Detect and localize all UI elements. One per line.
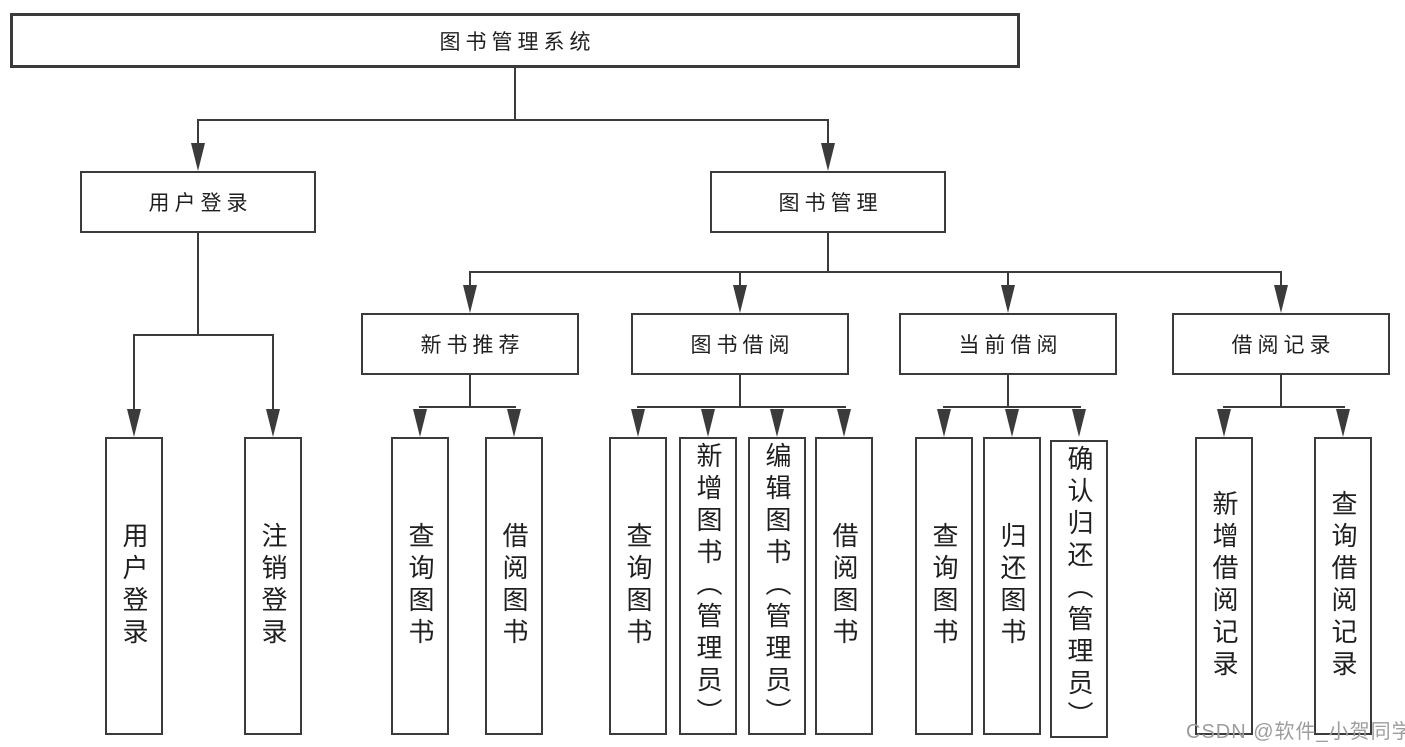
connector-drop-logout-leaf [272,334,274,412]
connector-new-book-rail [419,406,516,408]
node-user-login: 用户登录 [80,171,316,233]
connector-book-borrow-rail [637,406,846,408]
arrow-to-records-add [1217,409,1231,437]
connector-borrow-records-rail [1223,406,1345,408]
node-login-logout: 注销登录 [244,437,302,735]
node-borrow-records: 借阅记录 [1172,313,1390,375]
connector-drop-user-login [197,119,199,149]
connector-drop-new-book [469,271,471,291]
node-borrow-borrow-books: 借阅图书 [815,437,873,735]
connector-drop-borrow-records [1280,271,1282,291]
node-current-return-books: 归还图书 [983,437,1041,735]
connector-book-management-stem [827,233,829,273]
node-current-borrow: 当前借阅 [899,313,1117,375]
connector-book-borrow-stem [739,375,741,408]
node-current-query-books: 查询图书 [915,437,973,735]
connector-drop-book-management [827,119,829,149]
arrow-to-book-borrow [733,285,747,313]
arrow-to-borrow-records [1274,285,1288,313]
connector-drop-book-borrow [739,271,741,291]
arrow-to-current-confirm [1072,409,1086,437]
node-borrow-edit-books-admin: 编辑图书（管理员） [748,437,806,735]
node-library-management-system: 图书管理系统 [10,13,1020,68]
node-borrow-query-books: 查询图书 [609,437,667,735]
arrow-to-recommend-borrow [507,409,521,437]
arrow-to-borrow-borrow [837,409,851,437]
arrow-to-book-management [821,143,835,171]
connector-user-login-stem [197,233,199,336]
connector-drop-login-leaf [133,334,135,412]
arrow-to-current-return [1005,409,1019,437]
node-records-query-record: 查询借阅记录 [1314,437,1372,735]
node-records-add-record: 新增借阅记录 [1195,437,1253,735]
node-recommend-borrow-books: 借阅图书 [485,437,543,735]
connector-drop-current-borrow [1007,271,1009,291]
csdn-watermark: CSDN @软件_小贺同学 [1186,721,1405,743]
connector-user-login-rail [133,334,274,336]
arrow-to-login-leaf [127,409,141,437]
connector-level2-rail [197,119,829,121]
node-new-book-recommend: 新书推荐 [361,313,579,375]
arrow-to-new-book [463,285,477,313]
arrow-to-borrow-query [631,409,645,437]
node-borrow-add-books-admin: 新增图书（管理员） [679,437,737,735]
connector-borrow-records-stem [1280,375,1282,408]
node-book-management: 图书管理 [710,171,946,233]
arrow-to-current-query [937,409,951,437]
node-current-confirm-return-admin: 确认归还（管理员） [1050,440,1108,738]
connector-root-stem [514,68,516,121]
arrow-to-logout-leaf [266,409,280,437]
arrow-to-records-query [1336,409,1350,437]
arrow-to-recommend-query [413,409,427,437]
connector-current-borrow-stem [1007,375,1009,408]
arrow-to-borrow-edit [770,409,784,437]
arrow-to-user-login [191,143,205,171]
node-recommend-query-books: 查询图书 [391,437,449,735]
node-book-borrow: 图书借阅 [631,313,849,375]
connector-new-book-stem [469,375,471,408]
connector-current-borrow-rail [943,406,1081,408]
arrow-to-borrow-add [701,409,715,437]
arrow-to-current-borrow [1001,285,1015,313]
connector-level3-rail [469,271,1282,273]
node-login-user-login: 用户登录 [105,437,163,735]
